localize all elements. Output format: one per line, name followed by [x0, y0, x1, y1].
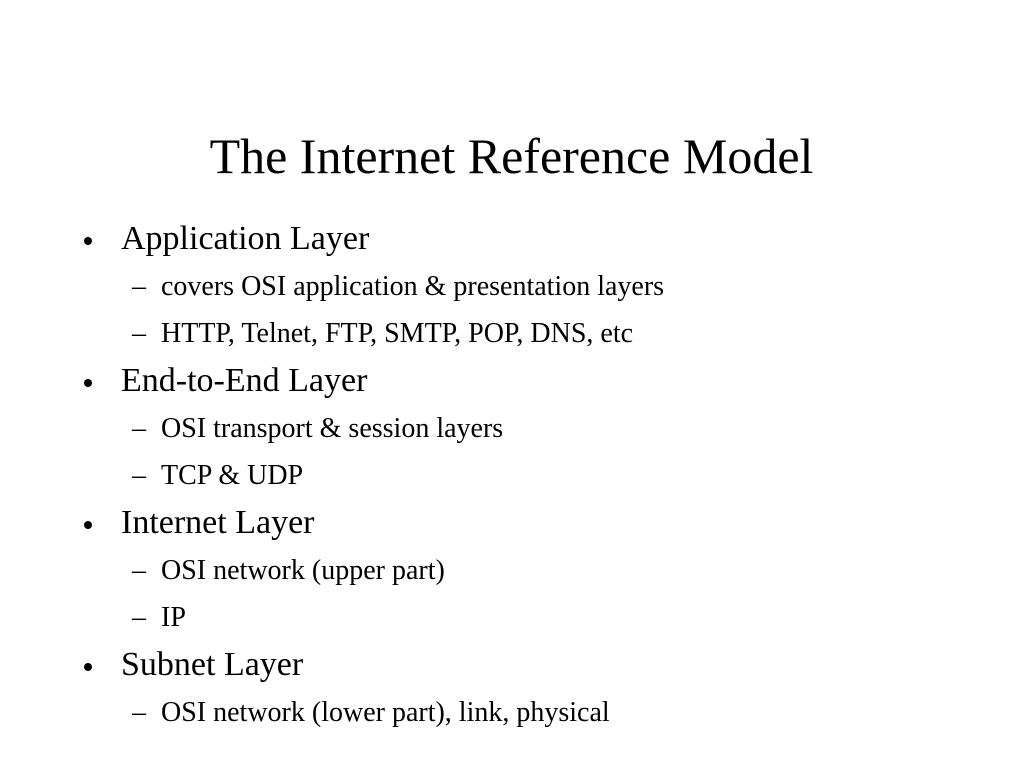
- bullet-icon: [84, 663, 92, 671]
- dash-icon: –: [132, 697, 146, 728]
- dash-icon: –: [132, 602, 146, 633]
- bullet-label: Application Layer: [121, 220, 370, 257]
- sub-item-text: OSI network (lower part), link, physical: [161, 697, 610, 728]
- sub-list: – OSI network (upper part) – IP: [84, 547, 984, 641]
- sub-item: – OSI transport & session layers: [84, 405, 984, 452]
- sub-item-text: covers OSI application & presentation la…: [161, 271, 665, 302]
- slide-title: The Internet Reference Model: [209, 128, 814, 184]
- sub-item: – OSI network (lower part), link, physic…: [84, 689, 984, 736]
- dash-icon: –: [132, 555, 146, 586]
- sub-item: – covers OSI application & presentation …: [84, 263, 984, 310]
- list-item-subnet-layer: Subnet Layer – OSI network (lower part),…: [84, 641, 984, 736]
- sub-item: – TCP & UDP: [84, 452, 984, 499]
- dash-icon: –: [132, 460, 146, 491]
- dash-icon: –: [132, 271, 146, 302]
- sub-item-text: IP: [161, 602, 186, 633]
- list-item-application-layer: Application Layer – covers OSI applicati…: [84, 215, 984, 357]
- bullet-icon: [84, 237, 92, 245]
- bullet-list: Application Layer – covers OSI applicati…: [84, 215, 984, 736]
- sub-item: – IP: [84, 594, 984, 641]
- sub-item-text: OSI network (upper part): [161, 555, 445, 586]
- sub-item: – OSI network (upper part): [84, 547, 984, 594]
- bullet-label: Internet Layer: [121, 504, 315, 541]
- dash-icon: –: [132, 318, 146, 349]
- sub-item-text: TCP & UDP: [161, 460, 304, 491]
- sub-item: – HTTP, Telnet, FTP, SMTP, POP, DNS, etc: [84, 310, 984, 357]
- bullet-icon: [84, 521, 92, 529]
- bullet-icon: [84, 379, 92, 387]
- sub-item-text: OSI transport & session layers: [161, 413, 504, 444]
- sub-list: – OSI network (lower part), link, physic…: [84, 689, 984, 736]
- sub-list: – OSI transport & session layers – TCP &…: [84, 405, 984, 499]
- list-item-internet-layer: Internet Layer – OSI network (upper part…: [84, 499, 984, 641]
- sub-item-text: HTTP, Telnet, FTP, SMTP, POP, DNS, etc: [161, 318, 634, 349]
- sub-list: – covers OSI application & presentation …: [84, 263, 984, 357]
- bullet-label: Subnet Layer: [121, 646, 304, 683]
- list-item-end-to-end-layer: End-to-End Layer – OSI transport & sessi…: [84, 357, 984, 499]
- bullet-label: End-to-End Layer: [121, 362, 368, 399]
- dash-icon: –: [132, 413, 146, 444]
